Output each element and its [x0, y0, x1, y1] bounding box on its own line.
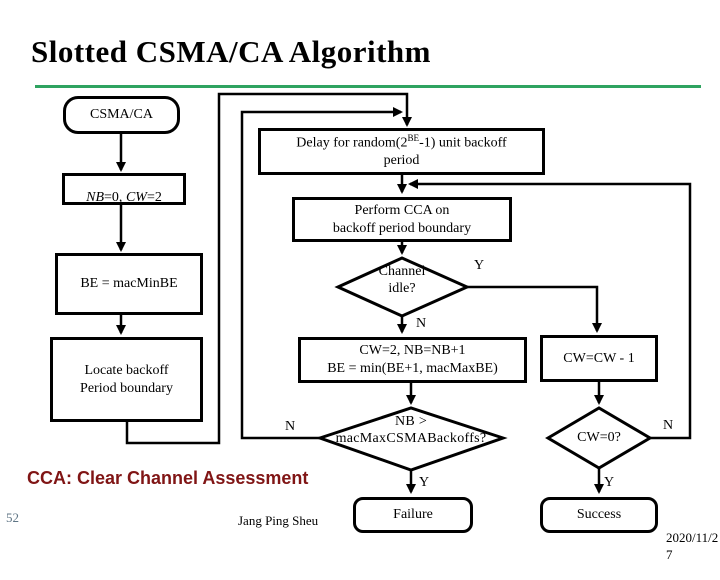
branch-label-nb-no: N [285, 419, 296, 434]
cw-zero-decision-shape [545, 406, 653, 470]
init-nb-italic: NB [86, 190, 105, 205]
init-seg2: =2 [146, 190, 162, 205]
failure-node: Failure [353, 497, 473, 533]
delay-text-line2: period [383, 153, 420, 169]
slide-date-line1: 2020/11/2 [666, 530, 719, 545]
nb-max-decision-shape [315, 406, 508, 472]
branch-label-cw-yes: Y [604, 475, 615, 490]
edge-cwcheck-no-loop [408, 179, 692, 440]
channel-idle-decision-shape [334, 256, 471, 318]
slide-number: 52 [6, 510, 19, 525]
flowchart-connectors [116, 92, 692, 494]
delay-text-pre: Delay for random(2 [296, 135, 408, 151]
delay-text-sup: BE [407, 132, 420, 143]
locate-backoff-node: Locate backoff Period boundary [50, 337, 203, 422]
start-node: CSMA/CA [63, 96, 180, 134]
edge-locate-delay-loop [125, 92, 412, 445]
edge-channel-yes [467, 285, 602, 333]
branch-label-nb-yes: Y [419, 475, 430, 490]
init-cw-italic: CW [125, 190, 147, 205]
branch-label-channel-no: N [416, 316, 427, 331]
branch-label-channel-yes: Y [474, 258, 485, 273]
cw-decrement-node: CW=CW - 1 [540, 335, 658, 382]
edge-nbcheck-no-loop [240, 107, 403, 440]
delay-node: Delay for random(2BE-1) unit backoff per… [258, 128, 545, 175]
title-underline-rule [35, 85, 701, 88]
init-node: NB=0, CW=2 [62, 173, 186, 205]
init-seg1: =0, [104, 190, 126, 205]
be-assign-node: BE = macMinBE [55, 253, 203, 315]
perform-cca-node: Perform CCA on backoff period boundary [292, 197, 512, 242]
success-node: Success [540, 497, 658, 533]
cca-definition-note: CCA: Clear Channel Assessment [27, 468, 309, 488]
slide-date: 2020/11/2 7 [666, 512, 720, 580]
delay-text-post: -1) unit backoff [419, 135, 507, 151]
slide-date-line2: 7 [666, 547, 673, 562]
update-counters-node: CW=2, NB=NB+1 BE = min(BE+1, macMaxBE) [298, 337, 527, 383]
branch-label-cw-no: N [663, 418, 674, 433]
author-name: Jang Ping Sheu [238, 513, 319, 528]
slide-title: Slotted CSMA/CA Algorithm [31, 34, 431, 69]
